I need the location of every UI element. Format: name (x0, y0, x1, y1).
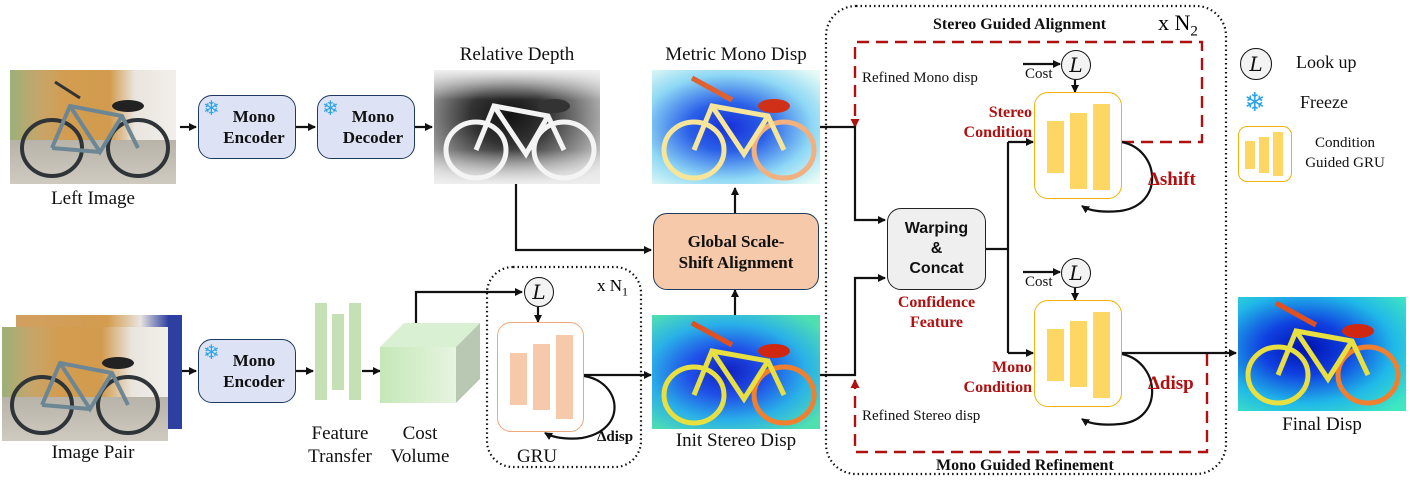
legend: L Look up ❄ Freeze Condition Guided GRU (1236, 40, 1410, 190)
legend-label: Look up (1296, 52, 1357, 72)
left-image-caption: Left Image (51, 188, 135, 209)
stereo-condition-label: Stereo Condition (963, 104, 1032, 141)
init-stereo-disp-map (652, 315, 820, 429)
mono-encoder-bottom: Mono Encoder (198, 339, 296, 403)
loop1-repeat-label: x N1 (597, 276, 629, 299)
mono-guided-refinement-title: Mono Guided Refinement (936, 457, 1114, 474)
snowflake-icon: ❄ (1244, 88, 1266, 118)
delta-disp-label: Δdisp (1148, 373, 1194, 394)
lookup-icon: L (1061, 50, 1091, 80)
refined-stereo-disp-label: Refined Stereo disp (862, 408, 981, 424)
snowflake-icon: ❄ (322, 96, 339, 120)
bicycle-silhouette (661, 75, 817, 181)
snowflake-icon: ❄ (203, 340, 220, 364)
confidence-feature-label: Confidence Feature (897, 294, 976, 331)
refined-mono-loop (850, 40, 1204, 144)
stereo-condition-gru (1034, 92, 1122, 199)
stereo-guided-alignment-title: Stereo Guided Alignment (933, 16, 1107, 33)
bicycle-silhouette (661, 320, 817, 426)
metric-mono-disp-map (652, 70, 820, 184)
relative-depth-caption: Relative Depth (459, 44, 575, 65)
cost-volume-cube (380, 323, 480, 403)
mono-condition-label: Mono Condition (963, 359, 1032, 396)
feature-transfer-caption: Feature Transfer (308, 423, 372, 467)
mono-decoder: Mono Decoder (317, 95, 415, 159)
left-image (10, 70, 176, 184)
gru-caption: GRU (516, 446, 558, 467)
bicycle-photo (20, 80, 170, 178)
lookup-icon: L (1061, 258, 1091, 288)
metric-mono-disp-caption: Metric Mono Disp (665, 44, 807, 65)
snowflake-icon: ❄ (203, 96, 220, 120)
image-pair-caption: Image Pair (51, 442, 135, 463)
lookup-icon: L (1240, 48, 1272, 80)
refined-stereo-loop (850, 354, 1209, 454)
image-pair-front (2, 327, 168, 441)
bicycle-silhouette (1245, 300, 1401, 406)
legend-label: Freeze (1300, 92, 1348, 112)
feature-transfer-block (315, 303, 361, 401)
gru-block (497, 322, 584, 432)
final-disp-caption: Final Disp (1282, 414, 1362, 435)
init-stereo-disp-caption: Init Stereo Disp (675, 430, 797, 451)
bicycle-photo (10, 357, 160, 435)
relative-depth-map (434, 70, 600, 184)
mono-encoder-top: Mono Encoder (198, 95, 296, 159)
loop1-delta-disp: Δdisp (597, 429, 634, 445)
cost-top-label: Cost (1025, 66, 1053, 82)
global-scale-shift-alignment: Global Scale- Shift Alignment (653, 213, 819, 290)
loop2-repeat-label: x N2 (1158, 10, 1198, 40)
cost-bottom-label: Cost (1025, 274, 1053, 290)
warping-concat-block: Warping & Concat (887, 208, 986, 290)
legend-label: Condition Guided GRU (1305, 135, 1385, 171)
refined-mono-disp-label: Refined Mono disp (862, 70, 978, 86)
loop1-container (485, 265, 643, 469)
delta-shift-label: Δshift (1148, 169, 1196, 190)
final-disp-map (1238, 297, 1406, 411)
bicycle-silhouette (443, 99, 597, 181)
condition-gru-icon (1238, 126, 1292, 182)
cost-volume-caption: Cost Volume (390, 423, 450, 467)
mono-condition-gru (1034, 300, 1122, 407)
lookup-icon: L (524, 277, 554, 307)
